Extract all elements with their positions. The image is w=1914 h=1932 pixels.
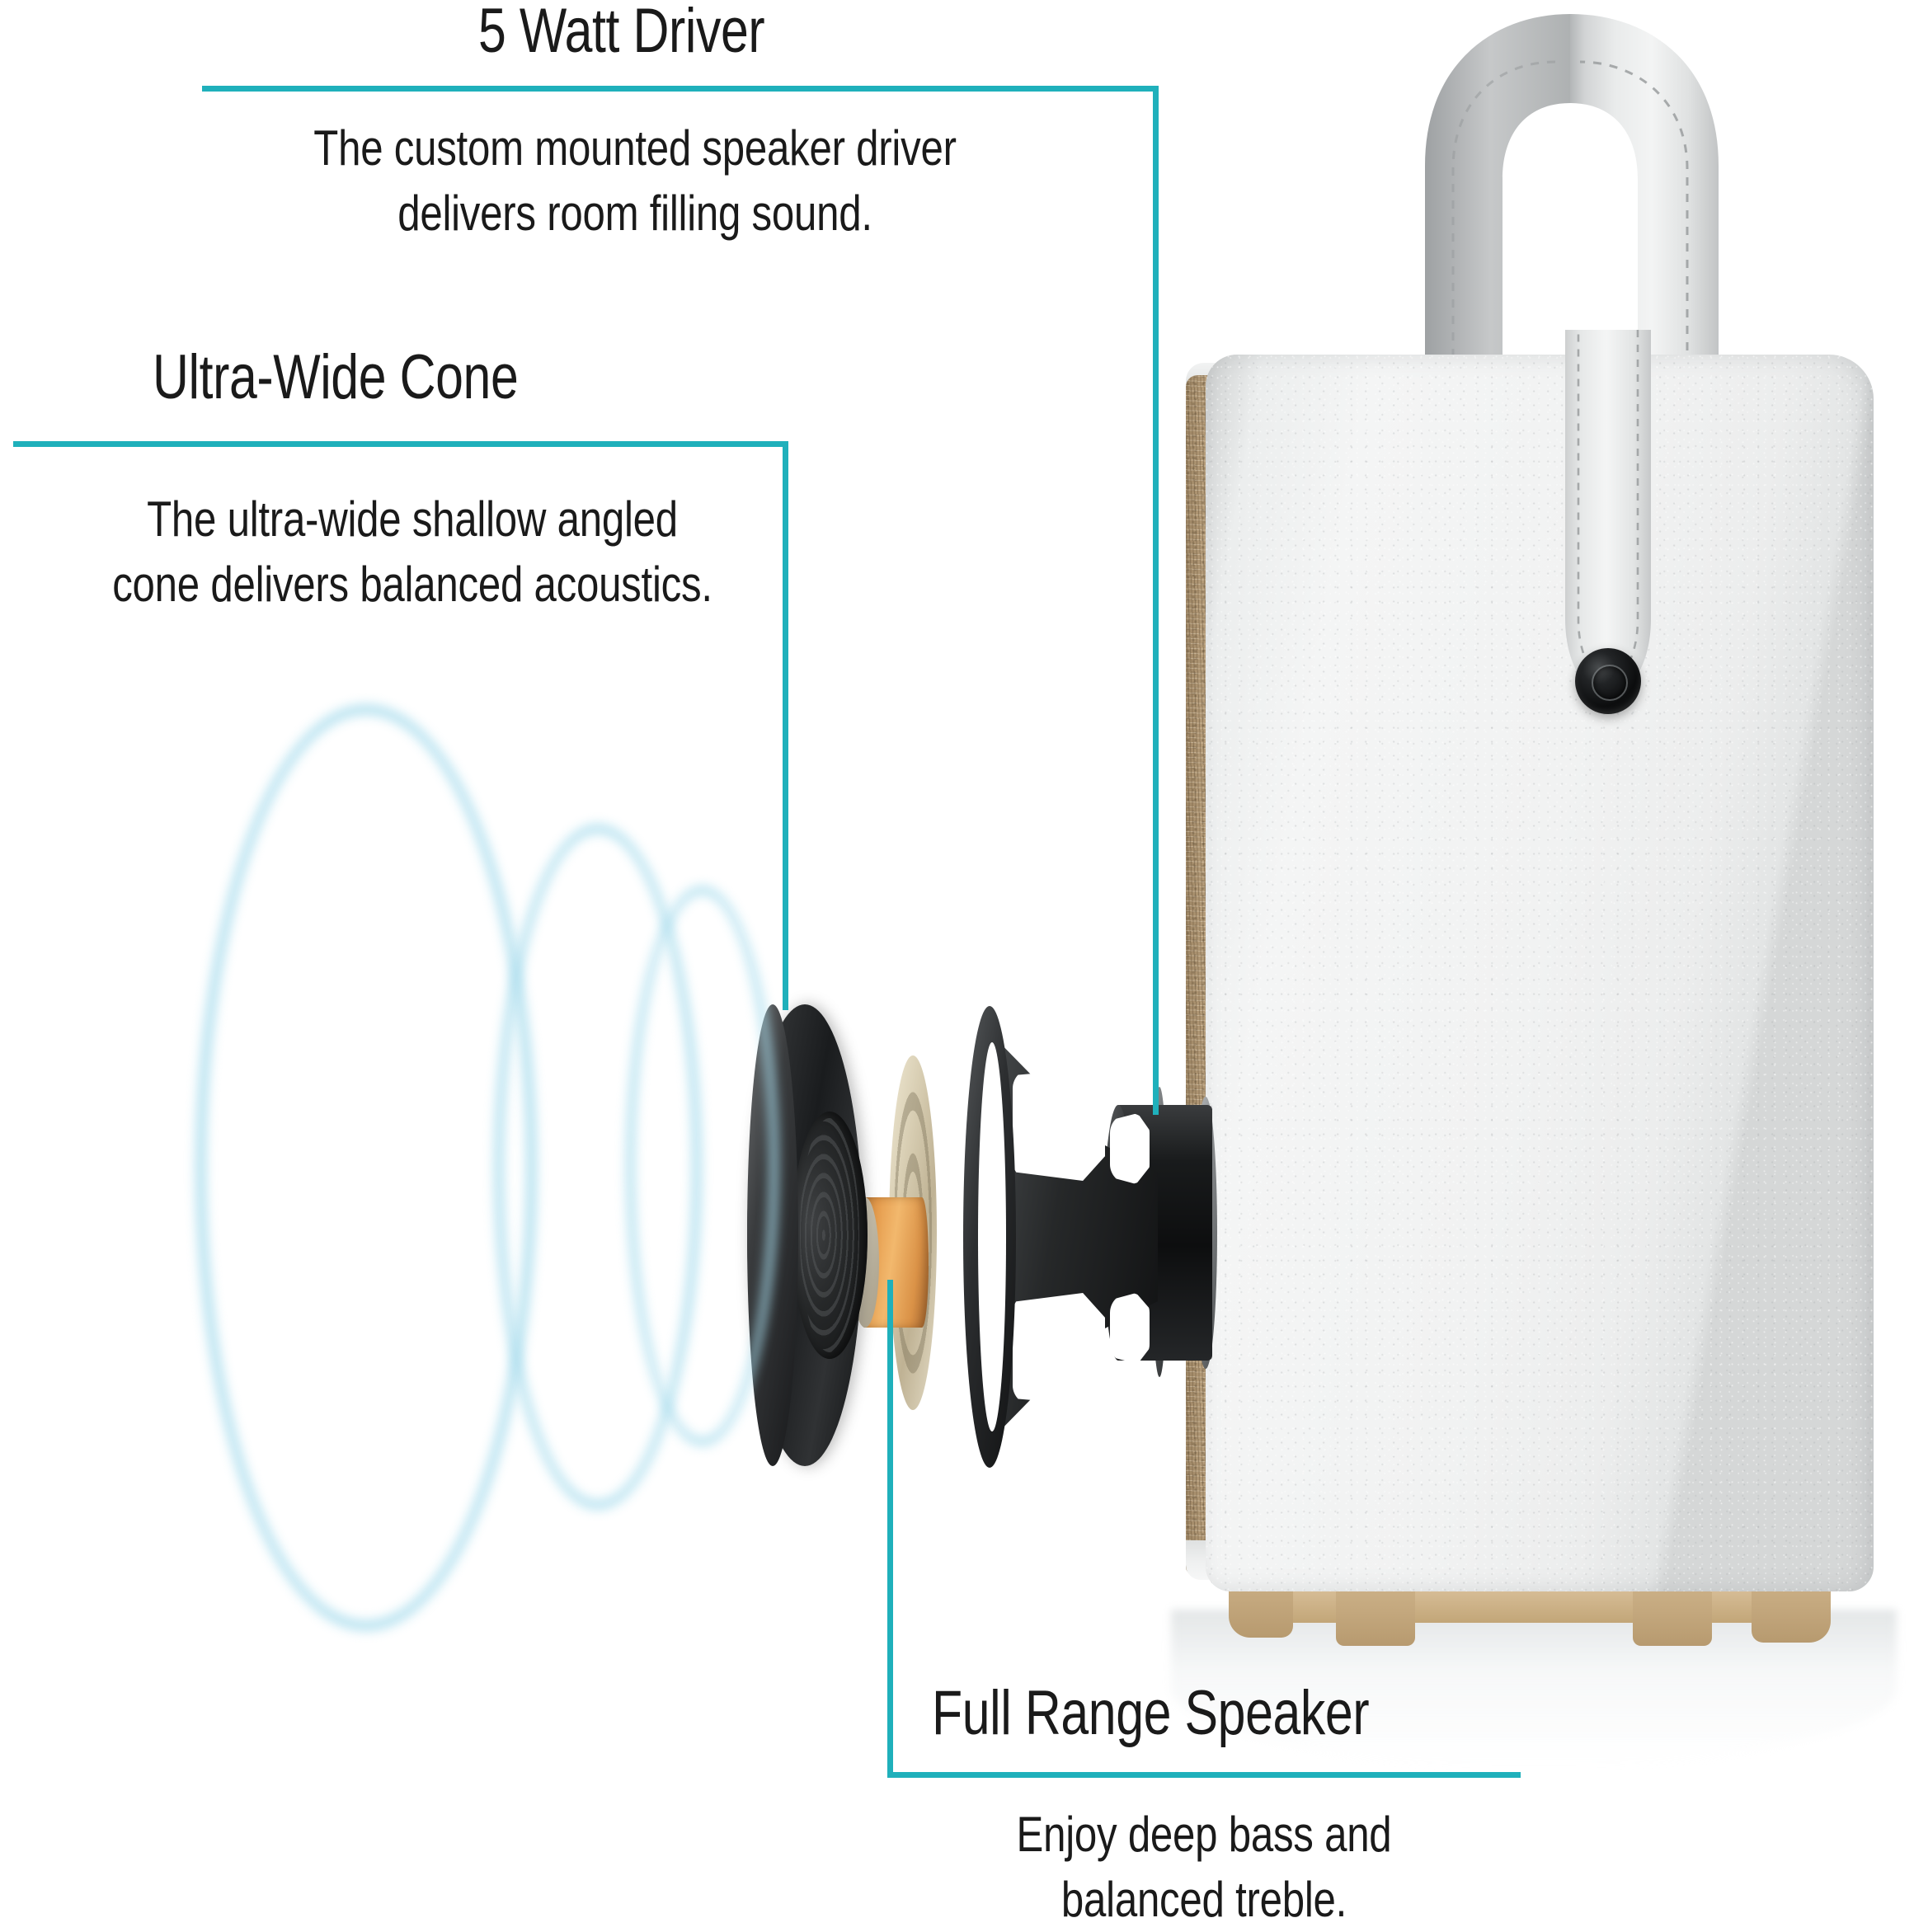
callout-title-speaker: Full Range Speaker	[932, 1678, 1370, 1748]
callout-body-speaker: Enjoy deep bass and balanced treble.	[933, 1802, 1474, 1932]
snap-fastener-button[interactable]	[1575, 648, 1641, 714]
speaker-dust-cap	[792, 1112, 868, 1359]
leader-line-speaker-vertical	[887, 1280, 893, 1778]
leader-line-cone-vertical	[783, 441, 788, 1010]
callout-body-driver-line2: delivers room filling sound.	[397, 186, 872, 242]
callout-body-cone: The ultra-wide shallow angled cone deliv…	[95, 487, 731, 617]
leader-line-speaker-horizontal	[887, 1772, 1521, 1778]
callout-body-cone-line2: cone delivers balanced acoustics.	[112, 557, 712, 613]
leader-line-cone-horizontal	[13, 441, 788, 447]
callout-body-driver-line1: The custom mounted speaker driver	[313, 120, 957, 176]
sound-wave-ring	[196, 705, 536, 1630]
leader-line-driver-horizontal	[202, 86, 1159, 92]
callout-title-cone: Ultra-Wide Cone	[153, 342, 519, 412]
wooden-foot	[1336, 1582, 1415, 1646]
callout-body-cone-line1: The ultra-wide shallow angled	[147, 491, 678, 547]
speaker-basket-frame	[963, 1006, 1158, 1468]
leader-line-driver-vertical	[1153, 86, 1159, 1115]
sound-wave-ring	[627, 886, 778, 1445]
speaker-enclosure	[1206, 355, 1874, 1591]
callout-title-driver: 5 Watt Driver	[478, 0, 765, 66]
callout-body-driver: The custom mounted speaker driver delive…	[256, 115, 1013, 246]
wooden-foot	[1633, 1582, 1712, 1646]
callout-body-speaker-line1: Enjoy deep bass and	[1016, 1807, 1392, 1862]
callout-body-speaker-line2: balanced treble.	[1060, 1872, 1347, 1928]
